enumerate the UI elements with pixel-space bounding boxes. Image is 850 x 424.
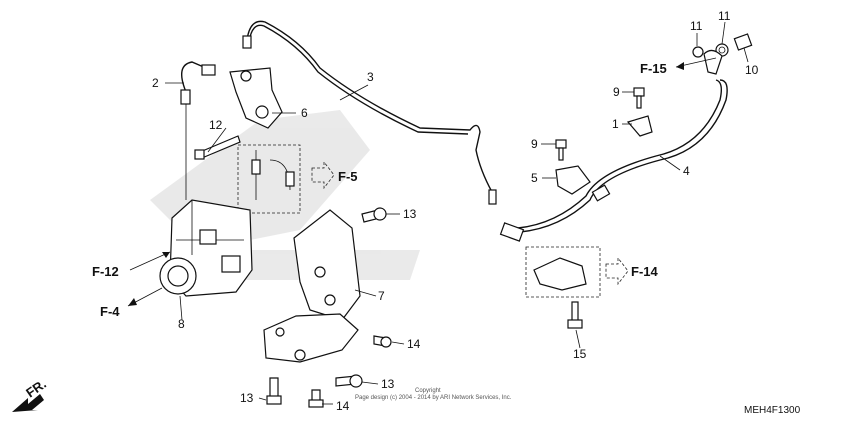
bolt-14-lower[interactable] <box>308 389 324 408</box>
bolt-13-lower-right[interactable] <box>335 374 363 388</box>
copyright-line-2: Page design (c) 2004 - 2014 by ARI Netwo… <box>355 395 512 401</box>
ref-fr: FR. <box>23 376 49 400</box>
label-8: 8 <box>178 317 185 331</box>
label-15: 15 <box>573 347 587 361</box>
diagram-code: MEH4F1300 <box>744 405 801 416</box>
oil-bolt-10[interactable] <box>733 33 753 51</box>
hose-banjo-end <box>703 49 723 75</box>
label-5: 5 <box>531 171 538 185</box>
bolt-15[interactable] <box>567 301 583 329</box>
ref-f12[interactable]: F-12 <box>92 264 119 279</box>
f12-arrow <box>129 251 171 271</box>
label-6: 6 <box>301 106 308 120</box>
clamp-1[interactable] <box>626 115 653 137</box>
label-11a: 11 <box>690 19 703 33</box>
leader-lines <box>165 21 749 405</box>
label-13a: 13 <box>403 207 417 221</box>
label-13c: 13 <box>240 391 254 405</box>
label-3: 3 <box>367 70 374 84</box>
label-4: 4 <box>683 164 690 178</box>
clamp-5[interactable] <box>555 165 591 195</box>
bolt-12[interactable] <box>194 135 241 160</box>
label-11b: 11 <box>718 9 731 23</box>
bracket-7[interactable] <box>293 209 361 321</box>
bolt-9-lower[interactable] <box>555 139 567 161</box>
label-9a: 9 <box>613 85 620 99</box>
ref-f15[interactable]: F-15 <box>640 61 667 76</box>
ref-f5[interactable]: F-5 <box>338 169 358 184</box>
label-1: 1 <box>612 117 619 131</box>
label-7: 7 <box>378 289 385 303</box>
f15-arrow <box>675 57 717 70</box>
f4-arrow <box>127 287 163 307</box>
bolt-14-right[interactable] <box>373 335 392 348</box>
label-13b: 13 <box>381 377 395 391</box>
copyright-line-1: Copyright <box>415 388 441 394</box>
label-12: 12 <box>209 118 223 132</box>
ref-f14[interactable]: F-14 <box>631 264 659 279</box>
f14-reference-box <box>525 246 629 298</box>
abs-modulator-8[interactable] <box>159 199 253 297</box>
label-10: 10 <box>745 63 759 77</box>
three-way-joint-6[interactable] <box>229 67 283 129</box>
bolt-13-lower-left[interactable] <box>266 377 282 405</box>
ref-f4[interactable]: F-4 <box>100 304 120 319</box>
label-9b: 9 <box>531 137 538 151</box>
brake-pipe-3[interactable] <box>242 20 497 205</box>
f5-reference-box <box>237 144 335 214</box>
label-14b: 14 <box>336 399 350 413</box>
brake-pipe-2[interactable] <box>180 61 216 105</box>
bolt-9-upper[interactable] <box>633 87 645 109</box>
fr-direction-arrow <box>12 394 44 412</box>
label-2: 2 <box>152 76 159 90</box>
bolt-13-upper[interactable] <box>361 207 387 223</box>
label-14a: 14 <box>407 337 421 351</box>
sealing-washer-11a[interactable] <box>692 46 704 58</box>
lower-bracket-plate[interactable] <box>263 313 359 363</box>
brake-hose-4[interactable] <box>499 79 728 242</box>
